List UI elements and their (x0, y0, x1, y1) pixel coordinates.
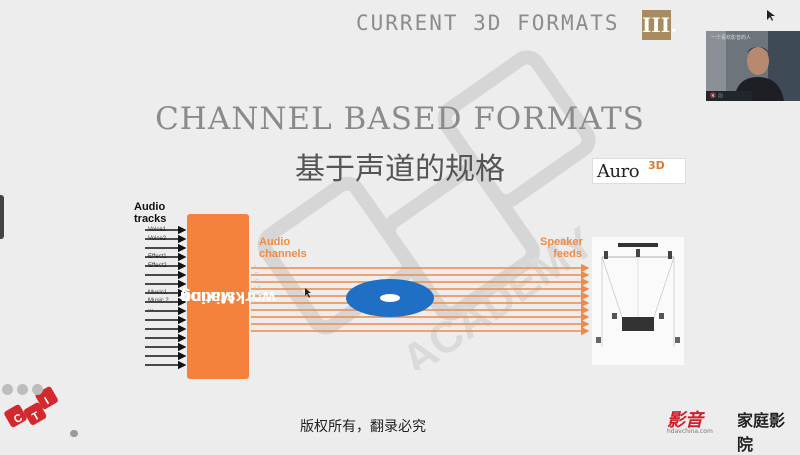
toolbar-prev-button[interactable] (2, 384, 13, 395)
participant-controls-bar: 🔇 🎥 (706, 91, 752, 101)
auro-logo-superscript: 3D (648, 159, 665, 172)
track-label: Music 2 (148, 298, 169, 304)
auro-logo-text: Auro (597, 161, 640, 182)
track-label: Effect1 (148, 254, 167, 260)
track-label: Voice2 (148, 236, 167, 242)
section-title: CURRENT 3D FORMATS (356, 11, 620, 35)
channel-label: R (255, 272, 259, 278)
speaker-feeds-label: Speaker feeds (540, 236, 583, 260)
track-label: Voice1 (148, 227, 167, 233)
brand-logo-left: 影音 (667, 410, 703, 431)
toolbar-menu-button[interactable] (32, 384, 43, 395)
audio-tracks-label-line2: tracks (134, 213, 167, 225)
audio-channels-label-line2: channels (259, 248, 307, 260)
audio-channels-label: Audio channels (259, 236, 307, 260)
svg-text:I: I (43, 395, 52, 407)
brand-logo-url: hdavchina.com (667, 428, 713, 435)
track-label: Music1 (148, 290, 168, 296)
cursor-icon (767, 10, 775, 21)
toolbar-next-button[interactable] (17, 384, 28, 395)
presentation-slide: ACADEMY CURRENT 3D FORMATS III. CHANNEL … (0, 10, 800, 454)
channel-label: C (255, 279, 259, 285)
copyright-notice: 版权所有，翻录必究 (300, 419, 426, 435)
side-panel-handle[interactable] (0, 195, 4, 239)
auro-3d-logo: Auro 3D (592, 158, 686, 184)
mixing-workstation-label: Mixing workstation (180, 214, 275, 379)
webcam-video-tile[interactable]: 一个喜欢影音的人 🔇 🎥 (706, 31, 800, 101)
mixing-workstation-box (187, 214, 249, 379)
pager-dot[interactable] (70, 430, 78, 437)
channel-label: RS (255, 293, 262, 299)
speaker-feeds-label-line2: feeds (553, 248, 582, 260)
speaker-room-illustration (592, 237, 684, 365)
slide-subtitle: 基于声道的规格 (295, 152, 505, 187)
input-track-arrows (145, 225, 187, 370)
audio-tracks-label-line1: Audio (134, 201, 166, 213)
brand-logo-right: 家庭影院 (737, 411, 786, 454)
audio-tracks-label: Audio tracks (134, 201, 166, 225)
track-label: ... (148, 306, 154, 312)
hdavchina-brand-logo: 影音 家庭影院 hdavchina.com (667, 406, 800, 454)
track-label: Effect2 (148, 263, 167, 269)
section-number-badge: III. (642, 10, 677, 40)
room-layout-icon (592, 237, 684, 365)
signal-flow-diagram (145, 225, 590, 370)
storage-disc (346, 279, 434, 317)
microphone-icon[interactable]: 🔇 🎥 (710, 93, 725, 99)
audio-channels-label-line1: Audio (259, 236, 291, 248)
participant-video (706, 31, 800, 101)
participant-name: 一个喜欢影音的人 (711, 35, 752, 41)
channel-label: L (255, 265, 258, 271)
channel-label: LS (255, 286, 262, 292)
slide-title: CHANNEL BASED FORMATS (155, 101, 645, 137)
slide-toolbar (2, 384, 46, 396)
mouse-pointer-icon (305, 288, 311, 298)
speaker-feeds-label-line1: Speaker (540, 236, 583, 248)
